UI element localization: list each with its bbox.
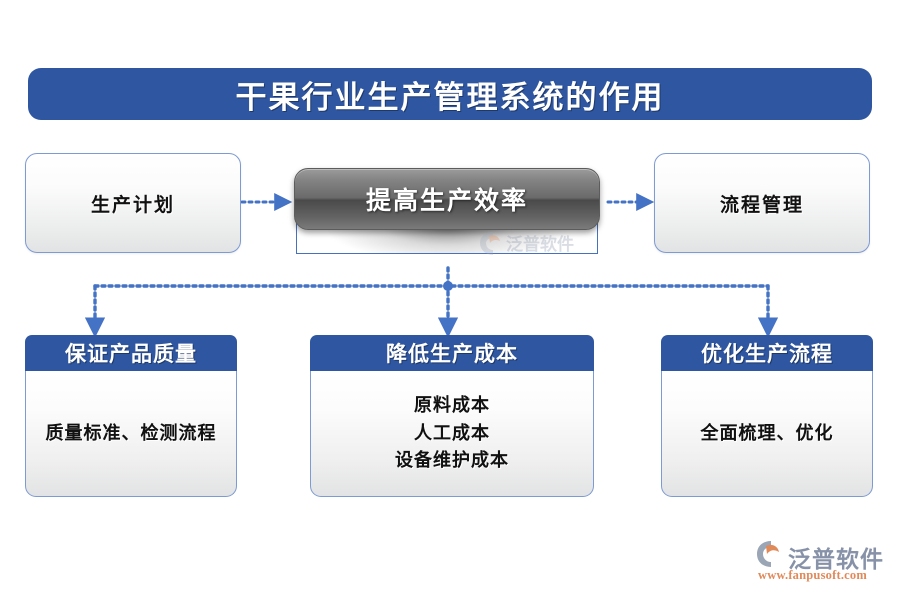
- card-optimize-process-title: 优化生产流程: [701, 342, 833, 366]
- card-optimize-process[interactable]: 优化生产流程 全面梳理、优化: [661, 335, 873, 497]
- card-reduce-cost-body: 原料成本 人工成本 设备维护成本: [310, 371, 594, 497]
- card-body-line: 人工成本: [414, 422, 490, 443]
- card-reduce-cost[interactable]: 降低生产成本 原料成本 人工成本 设备维护成本: [310, 335, 594, 497]
- card-body-line: 设备维护成本: [395, 450, 509, 471]
- reflection-shadow: [327, 227, 567, 253]
- page-title-banner: 干果行业生产管理系统的作用: [28, 68, 872, 120]
- card-guarantee-quality-body: 质量标准、检测流程: [25, 371, 237, 497]
- node-improve-efficiency[interactable]: 提高生产效率 泛普软件: [294, 168, 600, 255]
- page-title: 干果行业生产管理系统的作用: [235, 79, 665, 115]
- node-production-plan-label: 生产计划: [90, 194, 175, 216]
- brand-logo-url: www.fanpusoft.com: [758, 568, 867, 582]
- card-guarantee-quality[interactable]: 保证产品质量 质量标准、检测流程: [25, 335, 237, 497]
- card-body-line: 质量标准、检测流程: [45, 422, 217, 443]
- node-improve-efficiency-pill[interactable]: 提高生产效率: [294, 168, 600, 230]
- node-improve-efficiency-label: 提高生产效率: [365, 188, 528, 215]
- card-body-line: 全面梳理、优化: [700, 422, 834, 443]
- node-process-management[interactable]: 流程管理: [654, 153, 870, 253]
- card-reduce-cost-title: 降低生产成本: [386, 342, 518, 366]
- card-guarantee-quality-header: 保证产品质量: [25, 335, 237, 371]
- brand-logo: 泛普软件 www.fanpusoft.com: [752, 540, 888, 586]
- connector-junction-dot: [443, 281, 453, 291]
- card-body-line: 原料成本: [414, 394, 490, 415]
- node-production-plan[interactable]: 生产计划: [25, 153, 241, 253]
- card-reduce-cost-header: 降低生产成本: [310, 335, 594, 371]
- brand-logo-name: 泛普软件: [788, 546, 884, 572]
- card-guarantee-quality-title: 保证产品质量: [65, 342, 197, 366]
- node-process-management-label: 流程管理: [719, 194, 804, 216]
- brand-logo-icon: [757, 541, 779, 567]
- card-optimize-process-body: 全面梳理、优化: [661, 371, 873, 497]
- card-optimize-process-header: 优化生产流程: [661, 335, 873, 371]
